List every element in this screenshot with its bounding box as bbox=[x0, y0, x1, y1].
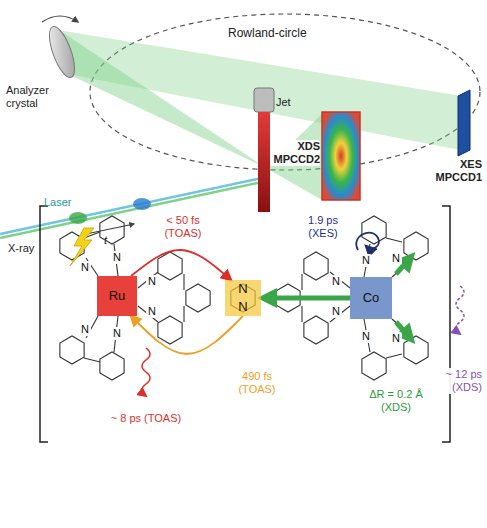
atom-label: N bbox=[146, 305, 158, 318]
atom-label: N bbox=[360, 330, 372, 343]
annotation-label: XES MPCCD1 bbox=[428, 158, 482, 184]
bond-line bbox=[138, 272, 158, 288]
transfer-arrow bbox=[131, 316, 243, 354]
annotation-label: Analyzer crystal bbox=[6, 84, 68, 110]
analyzer-crystal bbox=[44, 24, 79, 81]
annotation-label: t bbox=[104, 234, 116, 247]
pyridine-ring bbox=[158, 252, 182, 280]
node-text: N bbox=[238, 282, 247, 296]
pyridine-ring bbox=[100, 352, 124, 380]
rotation-arrow bbox=[42, 16, 78, 22]
atom-label: N bbox=[390, 332, 402, 345]
bond-line bbox=[330, 306, 350, 322]
pyridine-ring bbox=[404, 336, 428, 364]
bond-line bbox=[301, 306, 302, 322]
atom-label: N bbox=[146, 275, 158, 288]
atom-label: N bbox=[111, 327, 123, 340]
pyridine-ring bbox=[186, 284, 210, 312]
spin-arrow bbox=[356, 233, 379, 250]
bond-line bbox=[386, 238, 402, 242]
xes-detector bbox=[458, 90, 470, 156]
bond-line bbox=[183, 306, 184, 322]
pyridine-ring bbox=[404, 232, 428, 260]
bond-line bbox=[84, 358, 100, 362]
atom-label: N bbox=[79, 323, 91, 336]
transfer-arrow bbox=[265, 296, 350, 301]
setup bbox=[0, 14, 480, 238]
relaxation-arrow bbox=[142, 348, 150, 396]
edge-label: 490 fs (TOAS) bbox=[232, 370, 282, 396]
pyridine-ring bbox=[158, 316, 182, 344]
annotation-label: X-ray bbox=[8, 242, 48, 255]
ligand-rings bbox=[60, 216, 428, 380]
bond-line bbox=[386, 354, 402, 358]
pyridine-ring bbox=[362, 216, 386, 244]
bracket bbox=[442, 206, 450, 442]
bridge-ligand: NN bbox=[225, 280, 261, 316]
metal-center: Ru bbox=[97, 276, 137, 316]
node-text: Ru bbox=[109, 289, 126, 303]
relaxation-arrow bbox=[456, 286, 464, 334]
bond-line bbox=[330, 272, 350, 288]
annotation-label: ~ 12 ps (XDS) bbox=[430, 368, 482, 394]
laser-pulse bbox=[69, 212, 87, 224]
annotation-label: 1.9 ps (XES) bbox=[300, 214, 346, 240]
atom-label: N bbox=[330, 305, 342, 318]
annotation-label: ~ 8 ps (TOAS) bbox=[96, 412, 196, 425]
bond-line bbox=[183, 274, 184, 290]
molecule bbox=[40, 206, 464, 442]
atom-label: N bbox=[390, 252, 402, 265]
pyridine-ring bbox=[60, 336, 84, 364]
pyridine-ring bbox=[362, 352, 386, 380]
annotation-label: XDS MPCCD2 bbox=[270, 140, 320, 166]
pyridine-ring bbox=[304, 252, 328, 280]
annotation-label: ΔR = 0.2 Å (XDS) bbox=[362, 388, 430, 414]
node-text: N bbox=[238, 300, 247, 314]
metal-center: Co bbox=[350, 277, 392, 319]
edge-label: < 50 fs (TOAS) bbox=[158, 214, 208, 240]
node-text: Co bbox=[363, 291, 380, 305]
x-ray-pulse bbox=[133, 198, 151, 210]
annotation-label: Rowland-circle bbox=[228, 26, 328, 40]
annotation-label: Laser bbox=[44, 196, 84, 209]
atom-label: N bbox=[111, 251, 123, 264]
xds-detector bbox=[322, 112, 360, 200]
atom-label: N bbox=[79, 261, 91, 274]
pyridine-ring bbox=[100, 216, 124, 244]
bond-line bbox=[138, 306, 158, 322]
jet-nozzle bbox=[254, 88, 274, 112]
pyridine-ring bbox=[304, 316, 328, 344]
bracket bbox=[40, 206, 48, 442]
atom-label: N bbox=[330, 275, 342, 288]
liquid-jet bbox=[258, 112, 270, 212]
x-ray-beam bbox=[266, 114, 322, 200]
annotation-label: Jet bbox=[276, 96, 300, 109]
bond-line bbox=[301, 274, 302, 290]
atom-label: N bbox=[360, 254, 372, 267]
